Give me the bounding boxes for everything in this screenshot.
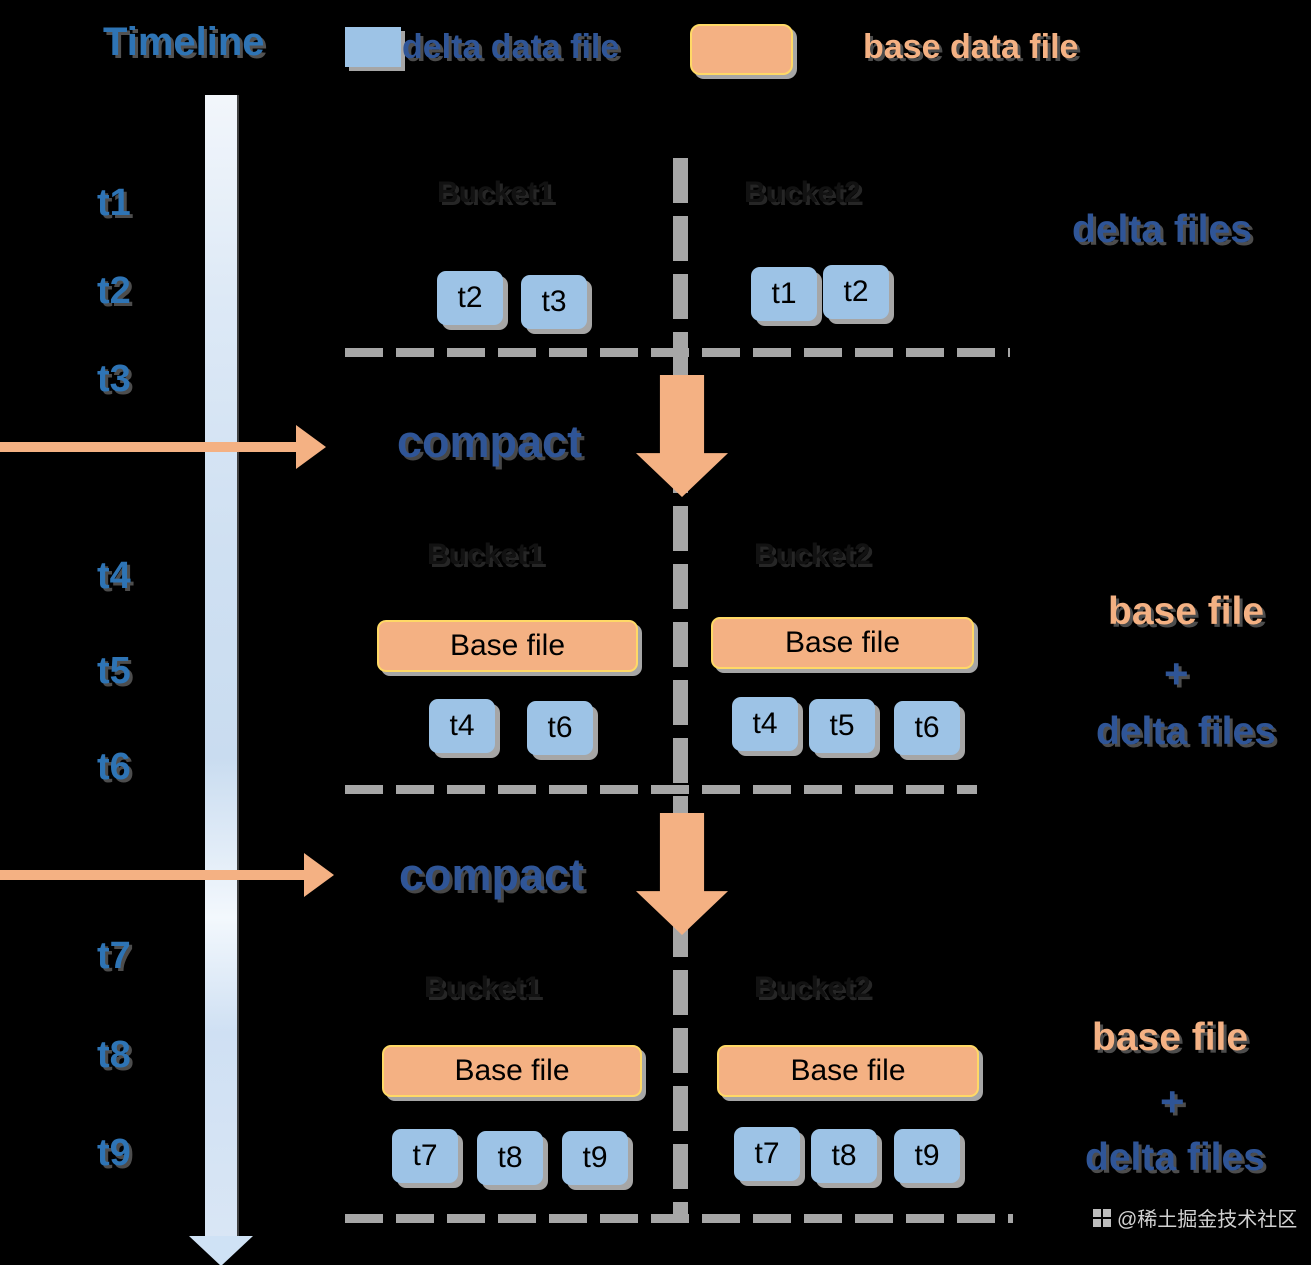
s1-bucket2-title: Bucket2 xyxy=(744,176,861,209)
tick-t6: t6 xyxy=(97,746,131,788)
base-file-swatch-icon xyxy=(690,24,793,75)
compact1-label: compact xyxy=(397,416,583,467)
timeline-arrowhead-icon xyxy=(189,1236,253,1265)
s3-annotation-plus: + xyxy=(1160,1078,1185,1125)
legend-delta-label: delta data file xyxy=(402,28,620,66)
s3-annotation-base: base file xyxy=(1092,1016,1249,1059)
s3-annotation-delta: delta files xyxy=(1085,1136,1265,1179)
tick-t3: t3 xyxy=(97,358,131,400)
tick-t9: t9 xyxy=(97,1132,131,1174)
delta-chip: t2 xyxy=(437,271,503,325)
s3-bucket2-title: Bucket2 xyxy=(754,971,871,1004)
s1-bucket1-title: Bucket1 xyxy=(437,176,554,209)
juejin-logo-icon xyxy=(1093,1208,1111,1227)
bucket-divider-dashed-line xyxy=(673,158,688,1218)
base-file-box: Base file xyxy=(717,1045,979,1097)
s2-annotation-plus: + xyxy=(1164,650,1189,697)
watermark: @稀土掘金技术社区 xyxy=(1093,1203,1297,1232)
compact1-down-arrow-icon xyxy=(636,375,728,497)
s2-bucket2-title: Bucket2 xyxy=(754,538,871,571)
delta-chip: t6 xyxy=(894,701,960,755)
section3-bottom-dashed-line xyxy=(345,1214,1013,1223)
delta-chip: t7 xyxy=(392,1129,458,1183)
s2-bucket1-title: Bucket1 xyxy=(427,538,544,571)
base-file-box: Base file xyxy=(377,620,638,672)
delta-chip: t6 xyxy=(527,701,593,755)
tick-t2: t2 xyxy=(97,270,131,312)
delta-chip: t7 xyxy=(734,1127,800,1181)
delta-chip: t8 xyxy=(477,1131,543,1185)
arrow-shaft xyxy=(0,442,296,452)
delta-chip: t4 xyxy=(732,697,798,751)
base-file-box: Base file xyxy=(382,1045,642,1097)
delta-chip: t9 xyxy=(562,1131,628,1185)
delta-chip: t8 xyxy=(811,1129,877,1183)
s2-annotation-delta: delta files xyxy=(1096,710,1276,753)
diagram-title: Timeline xyxy=(103,20,265,64)
s3-bucket1-title: Bucket1 xyxy=(424,971,541,1004)
tick-t1: t1 xyxy=(97,182,131,224)
delta-file-swatch-icon xyxy=(345,27,401,67)
compact2-label: compact xyxy=(399,849,585,900)
arrow-head-icon xyxy=(304,853,334,897)
watermark-text: @稀土掘金技术社区 xyxy=(1117,1209,1298,1231)
legend-base-label: base data file xyxy=(863,28,1079,66)
arrow-head-icon xyxy=(296,425,326,469)
compact1-timeline-arrow xyxy=(0,425,326,469)
delta-chip: t3 xyxy=(521,275,587,329)
compact2-timeline-arrow xyxy=(0,853,334,897)
delta-chip: t5 xyxy=(809,699,875,753)
tick-t7: t7 xyxy=(97,935,131,977)
compact2-down-arrow-icon xyxy=(636,813,728,935)
base-file-box: Base file xyxy=(711,617,974,669)
tick-t8: t8 xyxy=(97,1034,131,1076)
arrow-shaft xyxy=(0,870,304,880)
s1-annotation: delta files xyxy=(1072,208,1252,251)
delta-chip: t4 xyxy=(429,699,495,753)
section2-bottom-dashed-line xyxy=(345,785,977,794)
delta-chip: t9 xyxy=(894,1129,960,1183)
tick-t4: t4 xyxy=(97,555,131,597)
section1-bottom-dashed-line xyxy=(345,348,1010,357)
delta-chip: t2 xyxy=(823,265,889,319)
tick-t5: t5 xyxy=(97,650,131,692)
timeline-axis xyxy=(205,95,237,1238)
s2-annotation-base: base file xyxy=(1108,590,1265,633)
delta-chip: t1 xyxy=(751,267,817,321)
